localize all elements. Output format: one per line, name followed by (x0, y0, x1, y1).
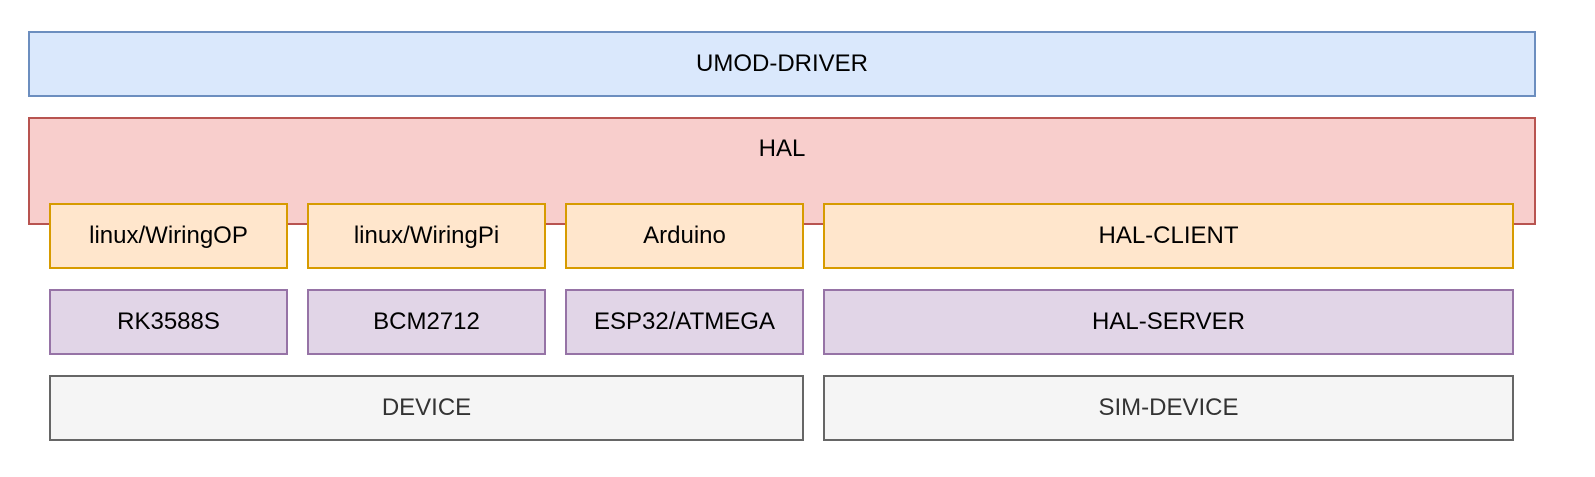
platform-esp32-atmega: ESP32/ATMEGA (565, 289, 804, 355)
hal-impl-arduino: Arduino (565, 203, 804, 269)
hal-impl-label: HAL-CLIENT (1098, 222, 1239, 249)
sim-device-label: SIM-DEVICE (1098, 394, 1239, 421)
hal-impl-label: linux/WiringOP (89, 222, 248, 249)
device-label: DEVICE (381, 394, 472, 421)
platform-label: BCM2712 (373, 308, 480, 335)
platform-label: HAL-SERVER (1092, 308, 1245, 335)
platform-label: ESP32/ATMEGA (594, 308, 775, 335)
platform-hal-server: HAL-SERVER (823, 289, 1514, 355)
hal-impl-wiringop: linux/WiringOP (49, 203, 288, 269)
sim-device-layer: SIM-DEVICE (823, 375, 1514, 441)
hal-impl-label: linux/WiringPi (353, 222, 500, 249)
hal-impl-wiringpi: linux/WiringPi (307, 203, 546, 269)
umod-driver-label: UMOD-DRIVER (696, 50, 868, 77)
hal-impl-label: Arduino (643, 222, 726, 249)
umod-driver-layer: UMOD-DRIVER (28, 31, 1536, 97)
device-layer: DEVICE (49, 375, 804, 441)
platform-bcm2712: BCM2712 (307, 289, 546, 355)
platform-label: RK3588S (117, 308, 220, 335)
platform-rk3588s: RK3588S (49, 289, 288, 355)
hal-impl-hal-client: HAL-CLIENT (823, 203, 1514, 269)
hal-label: HAL (758, 135, 806, 162)
